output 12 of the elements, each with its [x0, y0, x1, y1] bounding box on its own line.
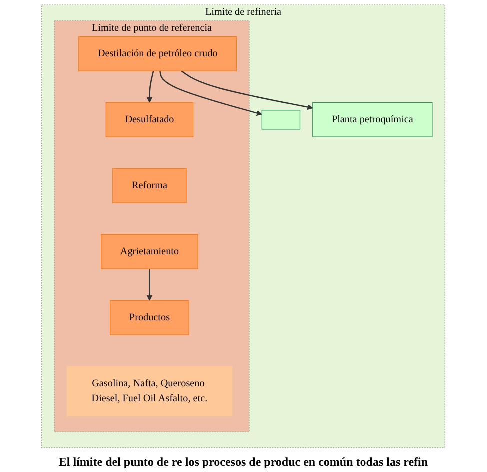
arrow — [181, 70, 314, 110]
arrow — [146, 70, 154, 104]
node-box — [262, 110, 301, 130]
node-box: Desulfatado — [106, 102, 194, 138]
node-box: Destilación de petróleo crudo — [78, 36, 238, 72]
node-box: Productos — [110, 300, 190, 336]
note-text: El límite del punto de re los procesos de produc en común todas las refin — [58, 455, 428, 470]
arrow — [146, 269, 153, 301]
node-box: Planta petroquímica — [312, 102, 433, 138]
node-box: Agrietamiento — [101, 234, 198, 270]
arrow — [160, 70, 262, 116]
node-box: Reforma — [112, 168, 187, 204]
